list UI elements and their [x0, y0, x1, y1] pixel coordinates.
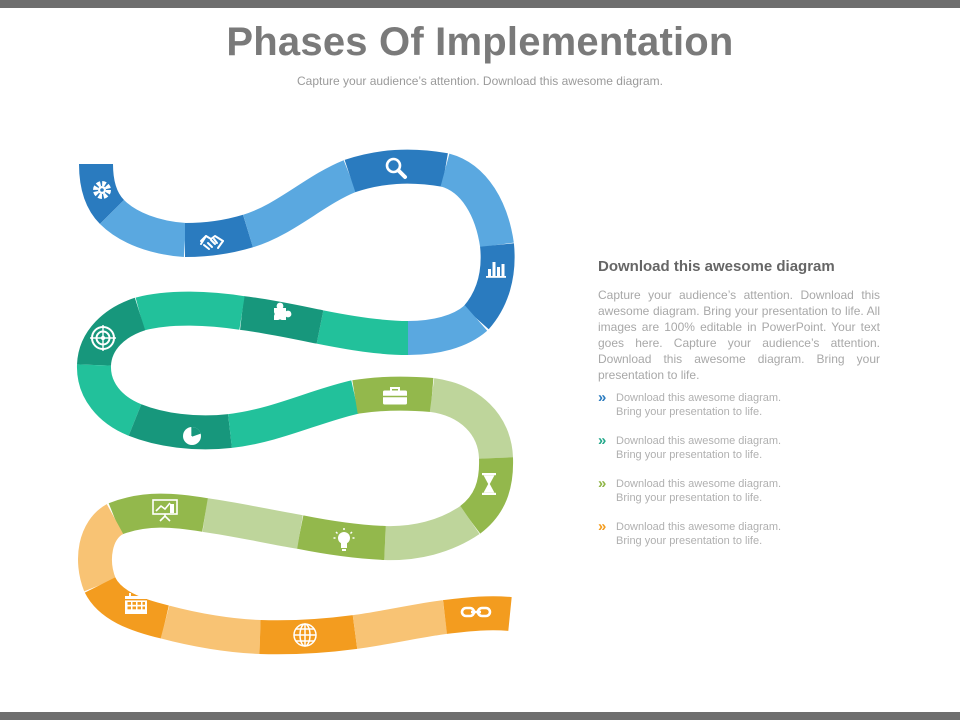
panel-body: Capture your audience’s attention. Downl… [598, 288, 880, 382]
bullet-line: Download this awesome diagram. [616, 478, 782, 490]
bullet-line: Bring your presentation to life. [616, 406, 763, 418]
road-segment-blue-6 [462, 243, 515, 330]
road-segment-blue-7 [407, 304, 488, 355]
chevron-icon: » [598, 389, 607, 406]
bullet-line: Bring your presentation to life. [616, 535, 763, 547]
road-segment-orange-22 [78, 504, 125, 592]
page-subtitle: Capture your audience’s attention. Downl… [297, 74, 663, 88]
bullet-line: Bring your presentation to life. [616, 449, 763, 461]
chevron-icon: » [598, 475, 607, 492]
page-title: Phases Of Implementation [226, 20, 734, 64]
bullet-line: Download this awesome diagram. [616, 392, 782, 404]
road-segment-teal-10 [135, 291, 245, 331]
chevron-icon: » [598, 518, 607, 535]
bullet-item: » Download this awesome diagram. Bring y… [598, 475, 880, 505]
road-segment-blue-5 [439, 153, 514, 248]
road-segment-teal-8 [316, 310, 409, 355]
bullet-item: » Download this awesome diagram. Bring y… [598, 432, 880, 462]
calendar-icon [124, 592, 148, 615]
bullet-item: » Download this awesome diagram. Bring y… [598, 389, 880, 419]
road-segment-green-20 [202, 498, 303, 549]
road-segment-teal-13 [128, 404, 232, 450]
road-segment-teal-14 [227, 380, 359, 448]
globe-icon [293, 623, 317, 647]
bottom-frame-bar [0, 712, 960, 720]
road-segment-orange-24 [160, 605, 261, 654]
bullet-line: Download this awesome diagram. [616, 521, 782, 533]
panel-heading: Download this awesome diagram [598, 258, 835, 275]
bullet-line: Download this awesome diagram. [616, 435, 782, 447]
text-panel: Download this awesome diagram Capture yo… [598, 258, 880, 563]
road-segment-orange-26 [352, 600, 448, 649]
bullet-list: » Download this awesome diagram. Bring y… [598, 389, 880, 548]
pie-chart-icon [182, 426, 202, 446]
road-segment-blue-4 [344, 149, 448, 193]
road-segment-teal-12 [77, 364, 143, 436]
chevron-icon: » [598, 432, 607, 449]
road-segment-green-16 [429, 378, 513, 460]
road-segment-blue-3 [242, 160, 357, 248]
road-segment-blue-1 [99, 199, 187, 257]
road-segment-green-21 [108, 493, 208, 536]
bullet-item: » Download this awesome diagram. Bring y… [598, 518, 880, 548]
road-segment-teal-11 [77, 297, 146, 368]
top-frame-bar [0, 0, 960, 8]
road-segment-blue-2 [184, 214, 253, 257]
bullet-line: Bring your presentation to life. [616, 492, 763, 504]
road-segment-green-18 [384, 505, 480, 561]
road-segment-orange-25 [259, 615, 358, 655]
